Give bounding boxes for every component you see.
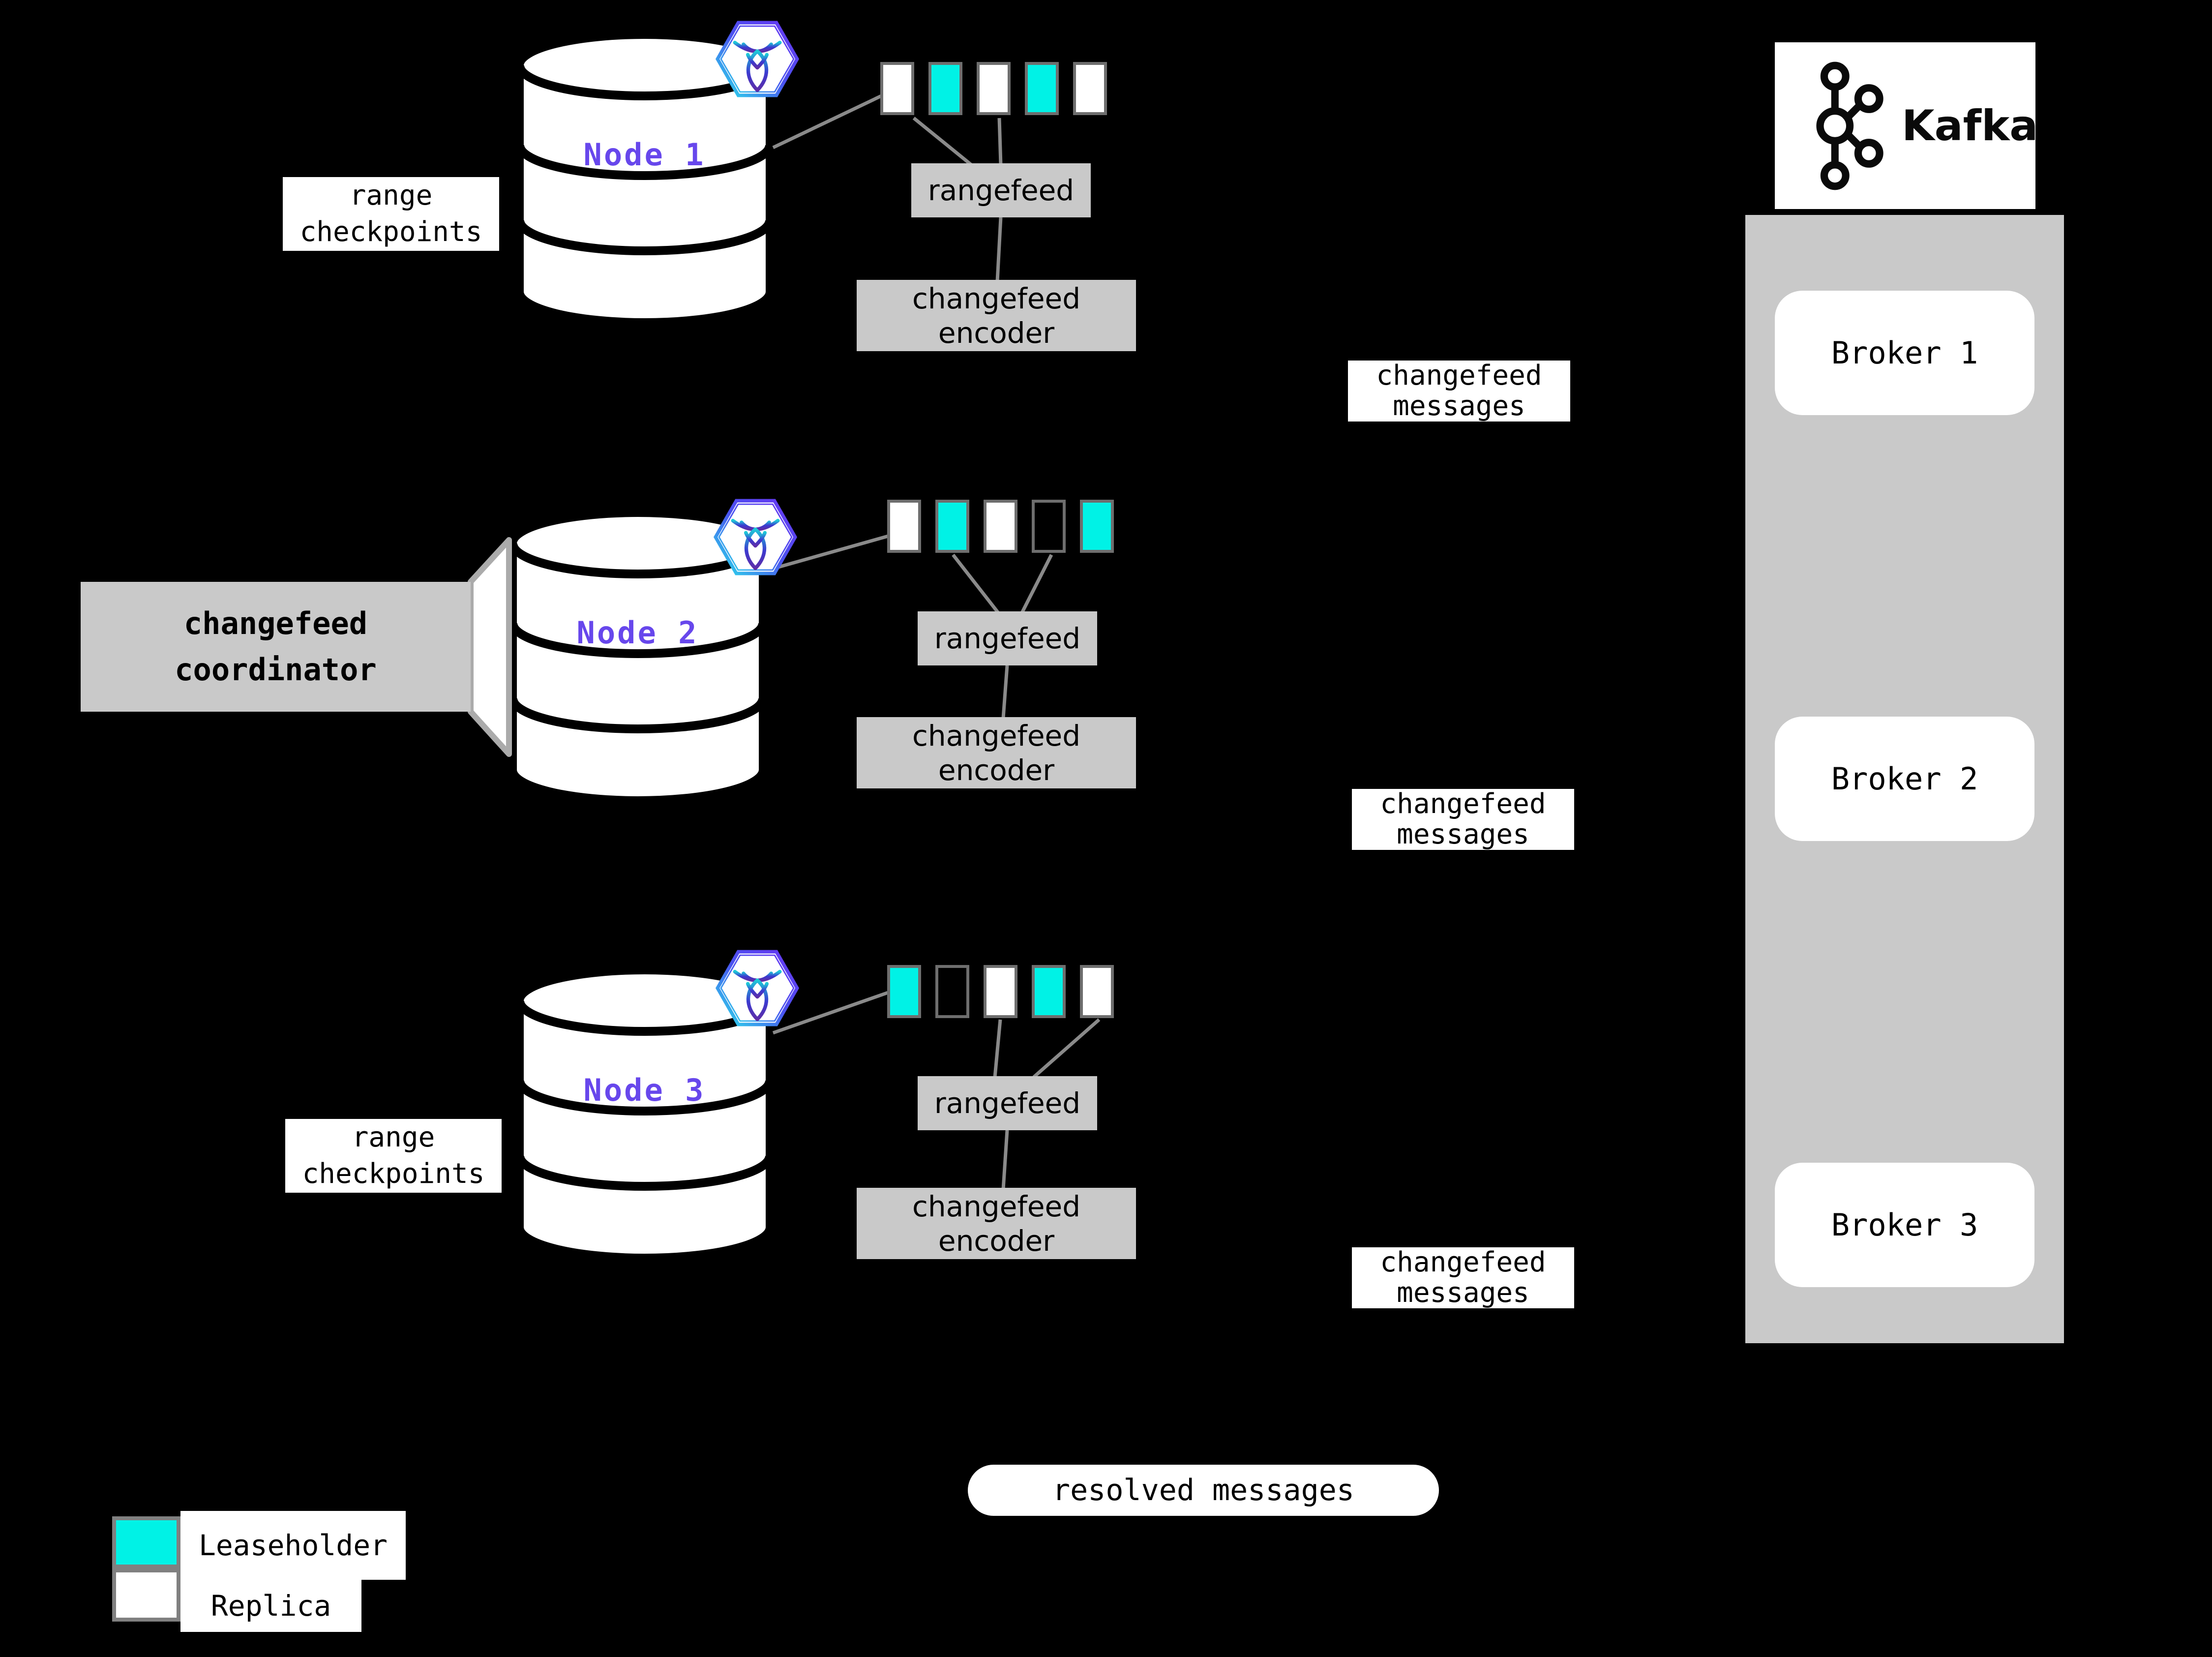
range-checkpoints-label-node3: range checkpoints (285, 1119, 502, 1193)
cockroachdb-logo-icon (714, 14, 801, 104)
coordinator-line1: changefeed (183, 605, 368, 641)
changefeed-coordinator-box: changefeed coordinator (81, 582, 471, 712)
range-block-leaseholder (1032, 965, 1066, 1018)
encoder-line1: changefeed (912, 281, 1081, 315)
encoder-line1: changefeed (912, 719, 1081, 753)
broker-3: Broker 3 (1775, 1163, 2034, 1287)
range-block-leaseholder (887, 965, 921, 1018)
msg-line1: changefeed (1380, 788, 1546, 820)
node2-range-blocks (887, 500, 1114, 553)
range-block-replica (1080, 965, 1114, 1018)
cockroachdb-logo-icon (714, 943, 801, 1033)
msg-line2: messages (1393, 390, 1525, 422)
legend-leaseholder-swatch (112, 1516, 180, 1568)
msg-line1: changefeed (1376, 360, 1542, 392)
coordinator-line2: coordinator (175, 652, 377, 688)
node1-changefeed-encoder-box: changefeed encoder (857, 280, 1136, 351)
range-block-leaseholder (928, 62, 962, 115)
kafka-logo-text: Kafka (1902, 101, 2038, 151)
msg-line1: changefeed (1380, 1246, 1546, 1278)
node3-changefeed-encoder-box: changefeed encoder (857, 1188, 1136, 1259)
cockroachdb-logo-icon (712, 492, 799, 582)
encoder-line2: encoder (938, 1224, 1055, 1258)
range-block-empty (935, 965, 969, 1018)
kafka-logo-box: Kafka (1775, 42, 2038, 209)
resolved-messages-pill: resolved messages (968, 1465, 1439, 1516)
legend-replica-swatch (112, 1568, 180, 1622)
range-block-replica (887, 500, 921, 553)
msg-line2: messages (1397, 1277, 1529, 1309)
changefeed-messages-label-3: changefeed messages (1352, 1247, 1574, 1308)
range-block-replica (1073, 62, 1107, 115)
coordinator-flap-shape (468, 537, 512, 757)
node3-range-blocks (887, 965, 1114, 1018)
range-block-leaseholder (1025, 62, 1059, 115)
encoder-line1: changefeed (912, 1189, 1081, 1223)
broker-2: Broker 2 (1775, 717, 2034, 841)
node3-label: Node 3 (583, 1072, 706, 1108)
msg-line2: messages (1397, 818, 1529, 850)
range-block-empty (1032, 500, 1066, 553)
encoder-line2: encoder (938, 753, 1055, 787)
node1-rangefeed-box: rangefeed (911, 163, 1091, 217)
node1-range-blocks (880, 62, 1107, 115)
changefeed-messages-label-1: changefeed messages (1348, 361, 1570, 422)
range-block-replica (880, 62, 914, 115)
range-block-replica (984, 965, 1017, 1018)
encoder-line2: encoder (938, 316, 1055, 350)
range-block-replica (984, 500, 1017, 553)
legend-replica-label: Replica (180, 1580, 361, 1632)
broker-1: Broker 1 (1775, 291, 2034, 415)
range-block-replica (977, 62, 1011, 115)
kafka-logo-icon (1802, 56, 1893, 196)
rc-line1: range (349, 180, 433, 211)
rc-line1: range (352, 1121, 435, 1153)
node2-changefeed-encoder-box: changefeed encoder (857, 717, 1136, 788)
range-block-leaseholder (935, 500, 969, 553)
range-checkpoints-label-node1: range checkpoints (283, 177, 499, 251)
changefeed-messages-label-2: changefeed messages (1352, 789, 1574, 850)
legend-leaseholder-label: Leaseholder (180, 1511, 406, 1580)
node2-rangefeed-box: rangefeed (918, 611, 1097, 665)
range-block-leaseholder (1080, 500, 1114, 553)
rc-line2: checkpoints (299, 216, 482, 248)
node2-label: Node 2 (576, 615, 699, 651)
node1-label: Node 1 (583, 137, 706, 173)
rc-line2: checkpoints (302, 1158, 485, 1190)
node3-rangefeed-box: rangefeed (918, 1076, 1097, 1130)
